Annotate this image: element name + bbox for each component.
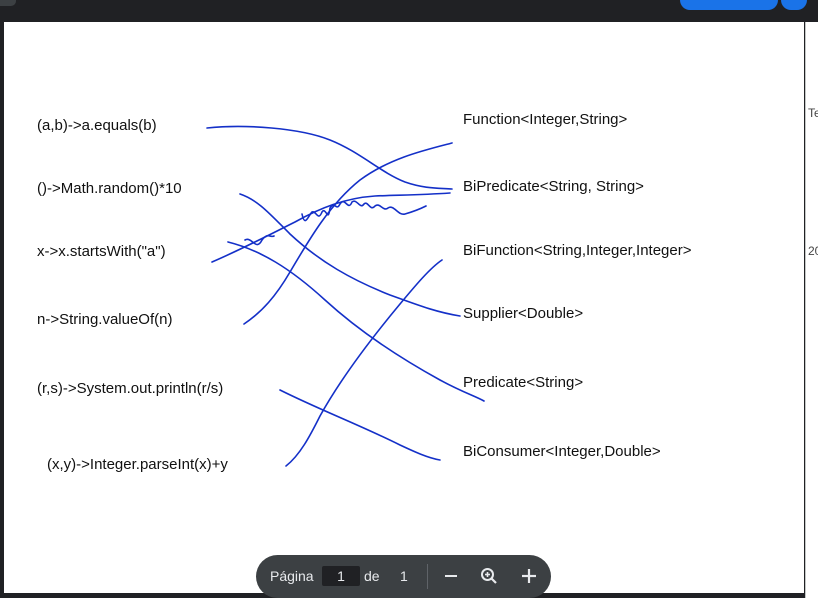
menu-button[interactable] [0, 0, 16, 6]
side-panel-edge: Te 20 [805, 22, 818, 598]
primary-action-button[interactable] [680, 0, 778, 10]
lambda-expression: x->x.startsWith("a") [37, 243, 166, 260]
zoom-fit-button[interactable] [477, 564, 501, 588]
pdf-page [4, 22, 804, 593]
side-panel-text-fragment: 20 [808, 244, 818, 258]
minus-icon [445, 575, 457, 577]
action-dropdown-button[interactable] [781, 0, 807, 10]
functional-interface: BiConsumer<Integer,Double> [463, 443, 661, 460]
page-of-label: de [364, 568, 380, 584]
plus-icon [522, 569, 536, 583]
zoom-out-button[interactable] [439, 564, 463, 588]
pdf-toolbar: Página 1 de 1 [256, 555, 551, 598]
lambda-expression: (a,b)->a.equals(b) [37, 117, 157, 134]
toolbar-divider [427, 564, 428, 589]
side-panel-divider [805, 22, 806, 598]
zoom-in-button[interactable] [517, 564, 541, 588]
side-panel-text-fragment: Te [808, 106, 818, 120]
lambda-expression: (r,s)->System.out.println(r/s) [37, 380, 224, 397]
lambda-expression: n->String.valueOf(n) [37, 311, 173, 328]
total-pages: 1 [400, 568, 408, 584]
page-number-input[interactable]: 1 [322, 566, 360, 586]
page-label: Página [270, 568, 314, 584]
functional-interface: BiPredicate<String, String> [463, 178, 644, 195]
viewer-top-bar [0, 0, 818, 22]
lambda-expression: ()->Math.random()*10 [37, 180, 182, 197]
functional-interface: Supplier<Double> [463, 305, 584, 322]
functional-interface: BiFunction<String,Integer,Integer> [463, 242, 692, 259]
functional-interface: Function<Integer,String> [463, 111, 628, 128]
lambda-expression: (x,y)->Integer.parseInt(x)+y [47, 456, 228, 473]
functional-interface: Predicate<String> [463, 374, 584, 391]
zoom-icon [481, 568, 497, 584]
